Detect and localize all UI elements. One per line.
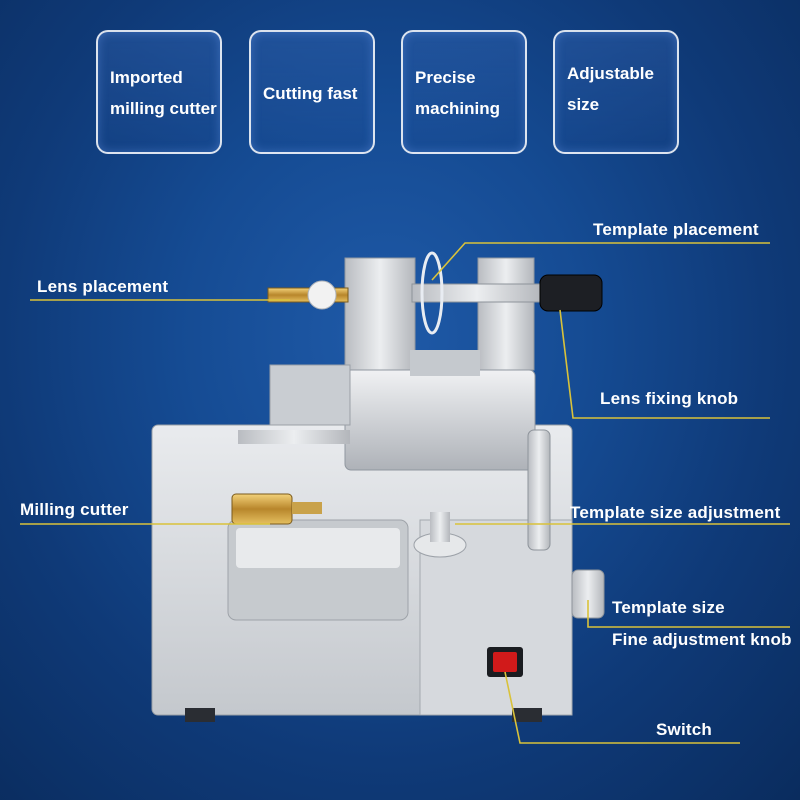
right-upright bbox=[477, 257, 535, 371]
feature-line: Precise bbox=[415, 68, 476, 87]
line-template-size bbox=[587, 600, 790, 628]
feature-box-cutting-fast: Cutting fast bbox=[249, 30, 375, 154]
label-template-size-adjustment: Template size adjustment bbox=[570, 503, 781, 522]
feature-line: Adjustable bbox=[567, 64, 654, 83]
base-front-right bbox=[419, 519, 573, 716]
foot-left bbox=[185, 708, 215, 722]
upright-bridge bbox=[410, 350, 480, 376]
feature-line: Cutting fast bbox=[263, 84, 358, 103]
lens-arm-block bbox=[269, 364, 351, 426]
side-lever bbox=[527, 429, 551, 551]
line-lens-fixing-knob bbox=[559, 309, 770, 419]
line-switch bbox=[504, 671, 740, 744]
lens-holder-cup bbox=[307, 280, 337, 310]
label-switch: Switch bbox=[656, 720, 712, 739]
left-upright bbox=[344, 257, 416, 371]
feature-line: Imported bbox=[110, 68, 183, 87]
milling-cutter-chuck bbox=[231, 493, 293, 525]
template-disc bbox=[420, 251, 444, 335]
feature-line: machining bbox=[415, 99, 501, 118]
callout-lines bbox=[20, 242, 790, 744]
template-shaft bbox=[411, 283, 543, 303]
feature-box-precise-machining: Precise machining bbox=[401, 30, 527, 154]
line-template-placement bbox=[431, 242, 770, 281]
dial-post bbox=[430, 512, 450, 542]
label-lens-fixing-knob: Lens fixing knob bbox=[600, 389, 739, 408]
label-milling-cutter: Milling cutter bbox=[20, 500, 129, 519]
label-template-size: Template size bbox=[612, 598, 725, 617]
label-template-placement: Template placement bbox=[593, 220, 759, 239]
milling-bit bbox=[292, 502, 322, 514]
feature-line: size bbox=[567, 95, 600, 114]
lens-fixing-knob bbox=[539, 274, 603, 312]
upper-carriage bbox=[344, 369, 536, 471]
guide-rod bbox=[238, 430, 350, 444]
chamber-lid bbox=[236, 528, 400, 568]
feature-box-adjustable-size: Adjustable size bbox=[553, 30, 679, 154]
label-lens-placement: Lens placement bbox=[37, 277, 169, 296]
switch-rocker bbox=[493, 652, 517, 672]
label-fine-adjustment-knob: Fine adjustment knob bbox=[612, 630, 792, 649]
feature-line: milling cutter bbox=[110, 99, 217, 118]
foot-right bbox=[512, 708, 542, 722]
feature-box-imported-milling-cutter: Imported milling cutter bbox=[96, 30, 222, 154]
